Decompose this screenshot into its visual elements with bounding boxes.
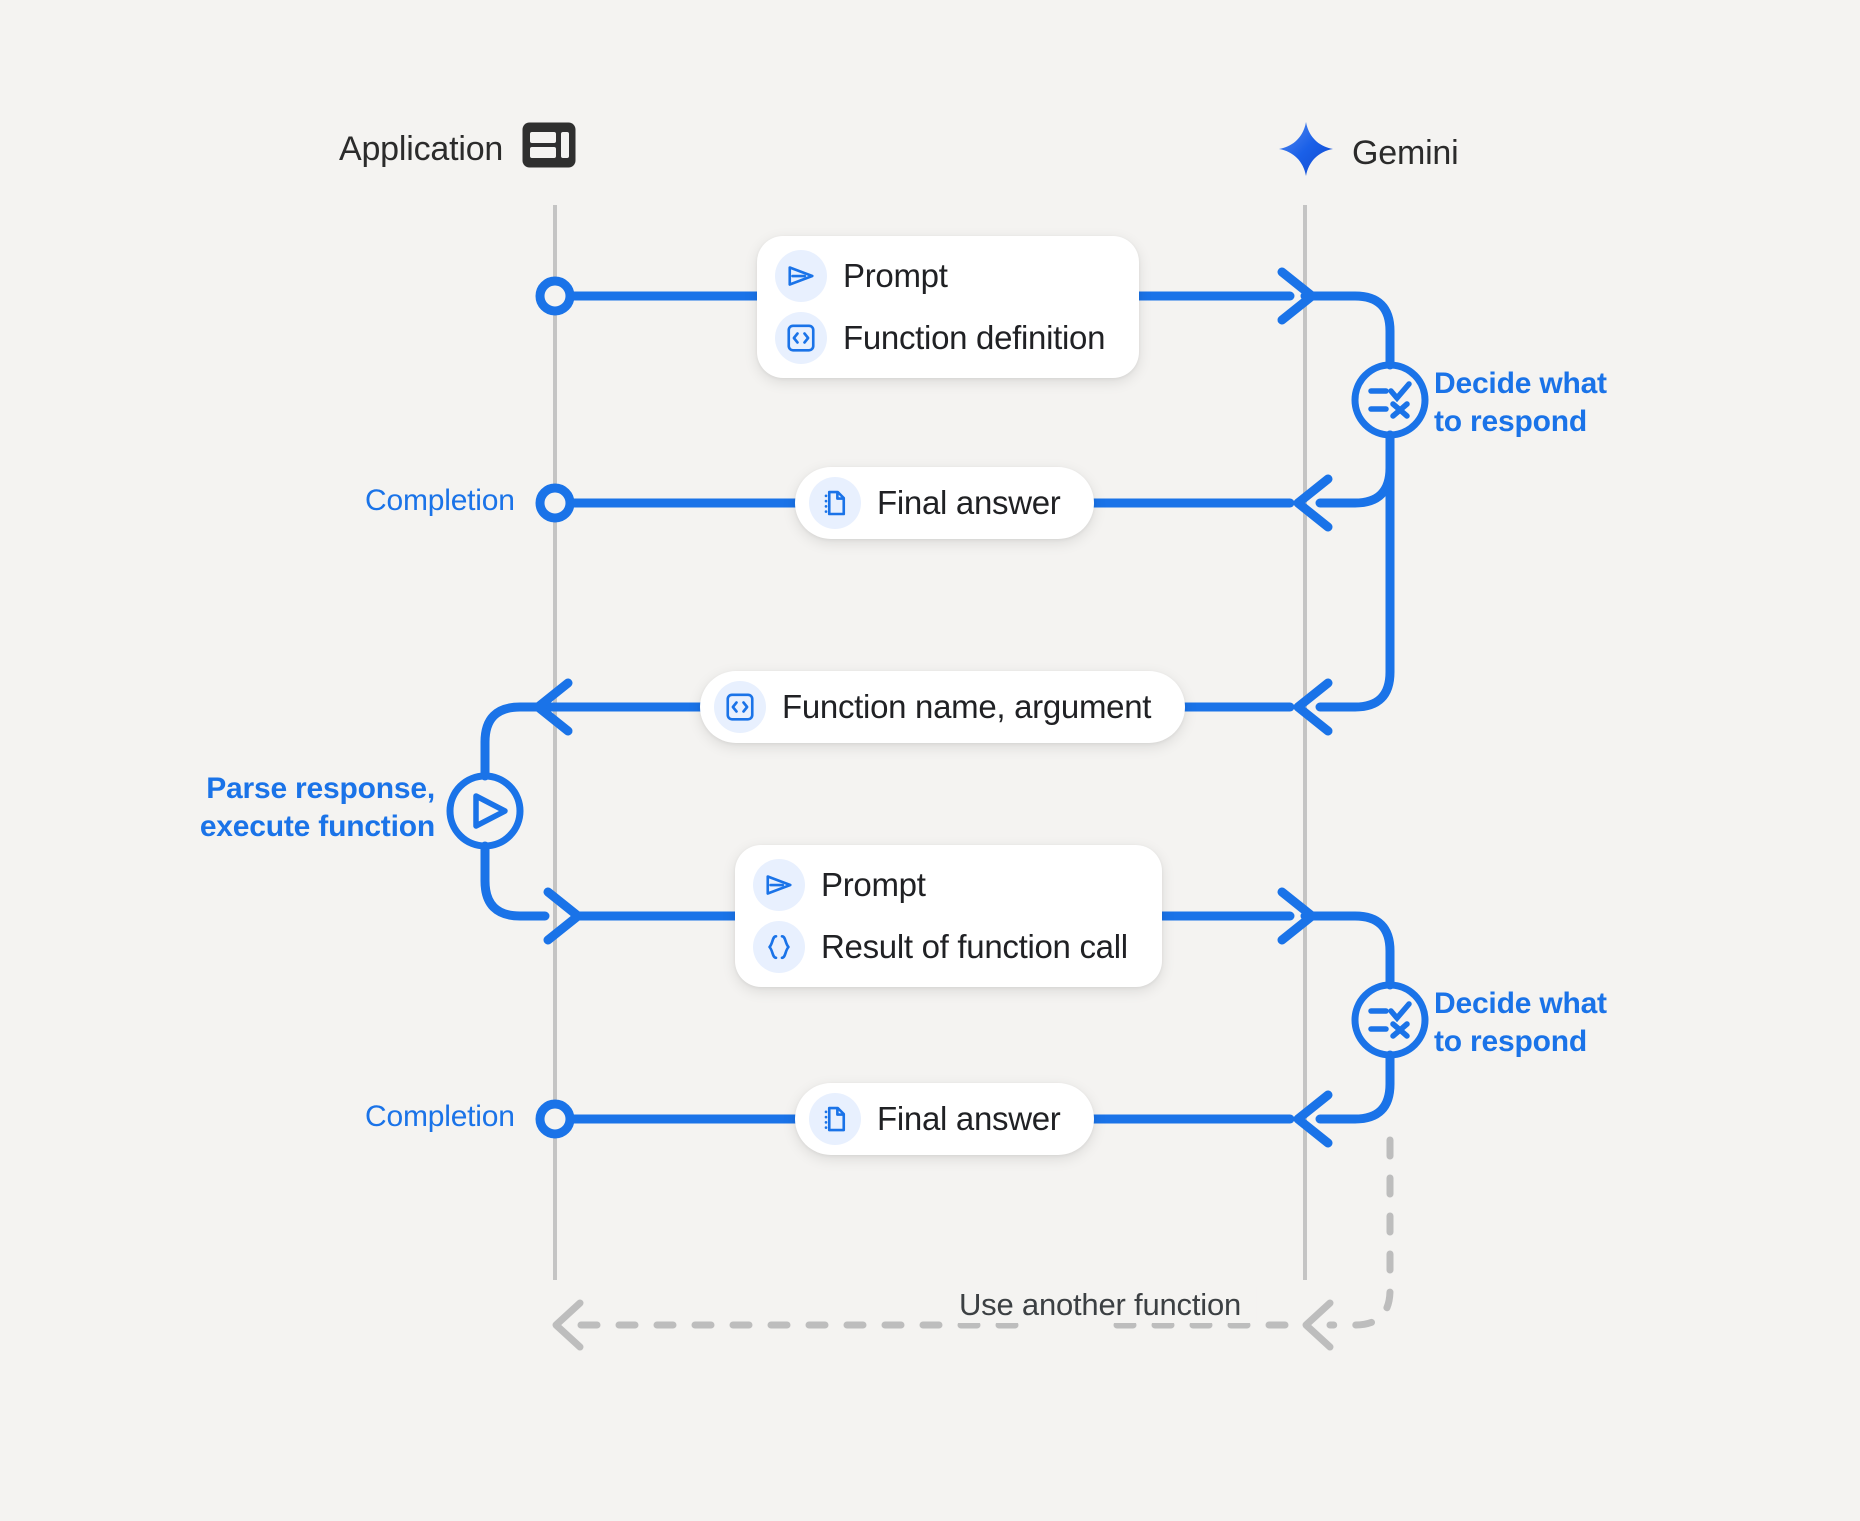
code-brackets-icon xyxy=(775,312,827,364)
card-row: Final answer xyxy=(809,1093,1061,1145)
label-completion-1: Completion xyxy=(365,484,515,517)
origin-ring-completion-1 xyxy=(535,483,575,523)
origin-ring-prompt xyxy=(535,276,575,316)
card-item-label: Final answer xyxy=(877,1099,1061,1137)
message-card-prompt-function-definition[interactable]: Prompt Function definition xyxy=(757,236,1140,378)
code-brackets-icon xyxy=(714,681,766,733)
send-prompt-icon xyxy=(753,859,805,911)
card-item-label: Final answer xyxy=(877,483,1061,521)
card-item-label: Function name, argument xyxy=(782,687,1152,725)
decide-node-1 xyxy=(1351,361,1429,439)
card-row: Function definition xyxy=(775,312,1105,364)
execute-node xyxy=(446,772,524,850)
message-card-function-name-argument[interactable]: Function name, argument xyxy=(700,671,1186,743)
annotation-parse-response-execute-function: Parse response, execute function xyxy=(199,772,435,844)
card-row: Final answer xyxy=(809,477,1061,529)
card-item-label: Function definition xyxy=(843,318,1106,356)
card-row: Result of function call xyxy=(753,921,1128,973)
send-prompt-icon xyxy=(775,250,827,302)
card-item-label: Prompt xyxy=(821,865,926,903)
document-icon xyxy=(809,1093,861,1145)
card-row: Prompt xyxy=(775,250,1105,302)
gemini-sparkle-icon xyxy=(1278,121,1334,186)
lane-header-application: Application xyxy=(339,121,577,178)
lane-application-label: Application xyxy=(339,130,504,168)
message-card-final-answer-2[interactable]: Final answer xyxy=(795,1083,1095,1155)
lane-header-gemini: Gemini xyxy=(1278,121,1459,186)
card-row: Prompt xyxy=(753,859,1128,911)
card-row: Function name, argument xyxy=(714,681,1151,733)
label-completion-2: Completion xyxy=(365,1100,515,1133)
document-icon xyxy=(809,477,861,529)
message-card-prompt-result[interactable]: Prompt Result of function call xyxy=(735,845,1162,987)
dashboard-layout-icon xyxy=(521,121,577,178)
origin-ring-completion-2 xyxy=(535,1099,575,1139)
loop-use-another-function xyxy=(552,1136,1394,1351)
card-item-label: Result of function call xyxy=(821,927,1128,965)
lane-gemini-label: Gemini xyxy=(1352,134,1459,172)
decide-node-2 xyxy=(1351,981,1429,1059)
card-item-label: Prompt xyxy=(843,256,948,294)
annotation-decide-what-to-respond-2: Decide what to respond xyxy=(1434,987,1607,1059)
annotation-decide-what-to-respond-1: Decide what to respond xyxy=(1434,367,1607,439)
curly-braces-icon xyxy=(753,921,805,973)
message-card-final-answer-1[interactable]: Final answer xyxy=(795,467,1095,539)
label-use-another-function: Use another function xyxy=(942,1287,1258,1323)
